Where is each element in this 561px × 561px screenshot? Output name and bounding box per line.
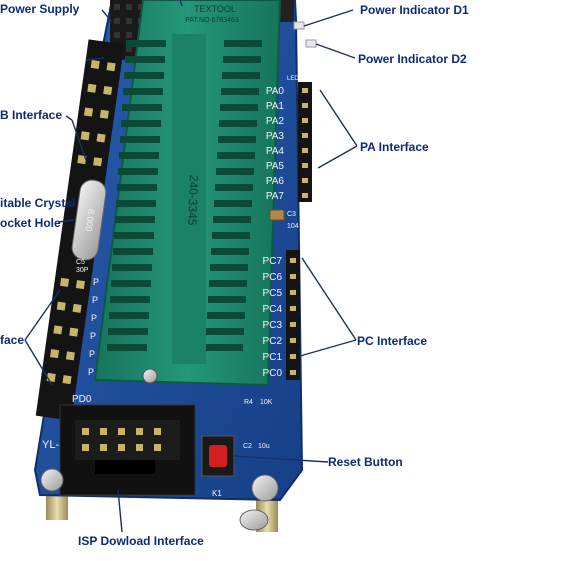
zif-part-number: 240-3345 <box>185 175 201 226</box>
svg-text:P: P <box>89 349 95 359</box>
callout-isp-interface: ISP Dowload Interface <box>78 534 204 548</box>
c5-value: 30P <box>76 267 89 274</box>
c3-value: 104 <box>287 223 299 230</box>
pa-label-0: PA0 <box>266 86 285 97</box>
callout-pa-interface: PA Interface <box>360 140 429 154</box>
pd-label: PD0 <box>72 394 92 405</box>
callout-power-supply: Power Supply <box>0 2 80 16</box>
c2-value: 10u <box>258 443 270 450</box>
callout-power-indicator-d2: Power Indicator D2 <box>358 52 467 66</box>
c5-label: C5 <box>76 259 85 266</box>
model-label: YL- <box>42 439 59 451</box>
crystal-marking: 8.000 <box>83 208 96 232</box>
svg-text:P: P <box>92 295 98 305</box>
pa-label-7: PA7 <box>266 191 285 202</box>
leader-lines <box>24 0 358 533</box>
callout-pc-interface: PC Interface <box>357 334 428 348</box>
pc-label-1: PC1 <box>263 352 283 363</box>
b-pin-labels: P P P P P P <box>88 277 99 377</box>
zif-left-slots <box>107 40 166 351</box>
pc-header <box>286 250 300 380</box>
pa-header-pins <box>302 88 308 198</box>
pa-label-6: PA6 <box>266 176 285 187</box>
isp-connector <box>59 404 196 496</box>
led-label: LED <box>287 76 299 82</box>
pa-label-2: PA2 <box>266 116 285 127</box>
svg-text:P: P <box>91 313 97 323</box>
pa-label-4: PA4 <box>266 146 285 157</box>
svg-text:P: P <box>88 367 94 377</box>
pc-label-6: PC6 <box>263 272 283 283</box>
zif-brand: TEXTOOL <box>194 4 236 14</box>
standoff-base <box>239 509 269 531</box>
crystal-oscillator: 8.000 <box>71 179 107 261</box>
pc-label-4: PC4 <box>263 304 283 315</box>
screw-right <box>251 474 279 502</box>
zif-socket: TEXTOOL PAT.NO 6783463 <box>93 0 282 387</box>
pa-header <box>298 82 312 202</box>
pc-label-2: PC2 <box>263 336 283 347</box>
pa-label-3: PA3 <box>266 131 285 142</box>
pa-label-1: PA1 <box>266 101 285 112</box>
zif-rivet <box>142 368 158 384</box>
reset-button <box>201 435 235 477</box>
r4-value: 10K <box>260 399 273 406</box>
pc-label-7: PC7 <box>263 256 283 267</box>
led-d2 <box>305 39 317 48</box>
callout-crystal-line1: itable Crystal <box>0 196 76 210</box>
standoff-left <box>46 492 68 520</box>
r4-label: R4 <box>244 399 253 406</box>
pc-header-pins <box>290 258 296 375</box>
callout-face: face <box>0 333 25 347</box>
capacitor-c3 <box>269 209 285 221</box>
callout-reset-button: Reset Button <box>328 455 403 469</box>
callout-crystal-line2: ocket Hole <box>0 216 61 230</box>
pc-label-3: PC3 <box>263 320 283 331</box>
pa-label-5: PA5 <box>266 161 285 172</box>
svg-text:P: P <box>90 331 96 341</box>
c3-label: C3 <box>287 211 296 218</box>
led-d1 <box>293 21 305 30</box>
zif-patent: PAT.NO 6783463 <box>185 17 239 24</box>
c2-label: C2 <box>243 443 252 450</box>
pc-label-0: PC0 <box>263 368 283 379</box>
callout-power-indicator-d1: Power Indicator D1 <box>360 3 469 17</box>
k1-label: K1 <box>212 489 222 498</box>
zif-right-slots <box>205 40 262 351</box>
pc-label-5: PC5 <box>263 288 283 299</box>
svg-text:P: P <box>93 277 99 287</box>
screw-left <box>40 468 64 492</box>
callout-b-interface: B Interface <box>0 108 63 122</box>
